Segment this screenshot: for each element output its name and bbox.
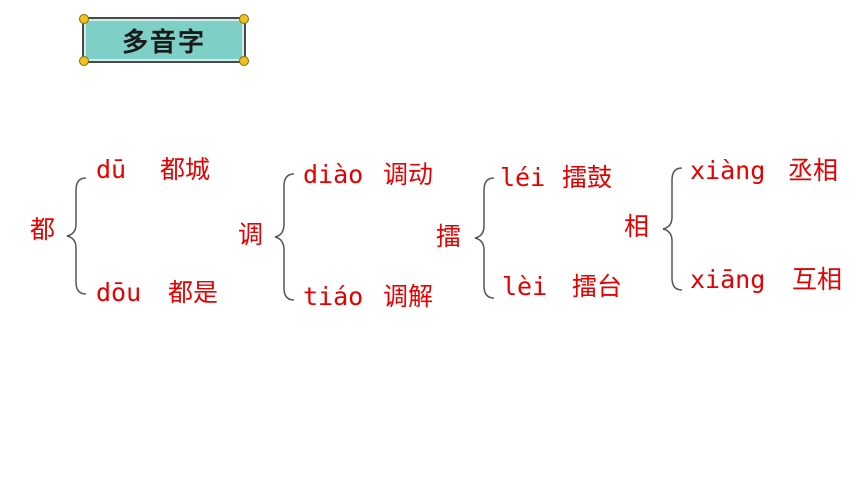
word-xiang-bottom: 互相 [792,265,843,294]
pinyin-lei-top: léi [500,163,546,192]
word-diao-top: 调动 [383,160,434,189]
pinyin-du-bottom: dōu [96,278,142,307]
word-diao-bottom: 调解 [383,282,434,311]
word-du-top: 都城 [160,155,211,184]
pinyin-lei-bottom: lèi [502,272,548,301]
page-title: 多音字 [121,27,206,58]
brace-lei [474,177,495,299]
group-char-diao: 调 [238,220,264,249]
pinyin-xiang-top: xiàng [690,156,766,185]
group-char-du: 都 [30,215,56,244]
pinyin-diao-bottom: tiáo [303,282,364,311]
corner-dot [239,56,249,66]
pinyin-xiang-bottom: xiāng [690,265,766,294]
brace-du [66,177,87,295]
word-du-bottom: 都是 [168,278,219,307]
corner-dot [79,14,89,24]
corner-dot [79,56,89,66]
pinyin-diao-top: diào [303,160,364,189]
brace-xiang [662,167,683,291]
word-lei-bottom: 擂台 [572,272,623,301]
pinyin-du-top: dū [96,155,127,184]
group-char-xiang: 相 [624,212,650,241]
word-xiang-top: 丞相 [788,156,839,185]
title-box: 多音字 [79,14,249,66]
corner-dot [239,14,249,24]
group-char-lei: 擂 [436,222,462,251]
word-lei-top: 擂鼓 [562,163,613,192]
brace-diao [274,173,295,301]
